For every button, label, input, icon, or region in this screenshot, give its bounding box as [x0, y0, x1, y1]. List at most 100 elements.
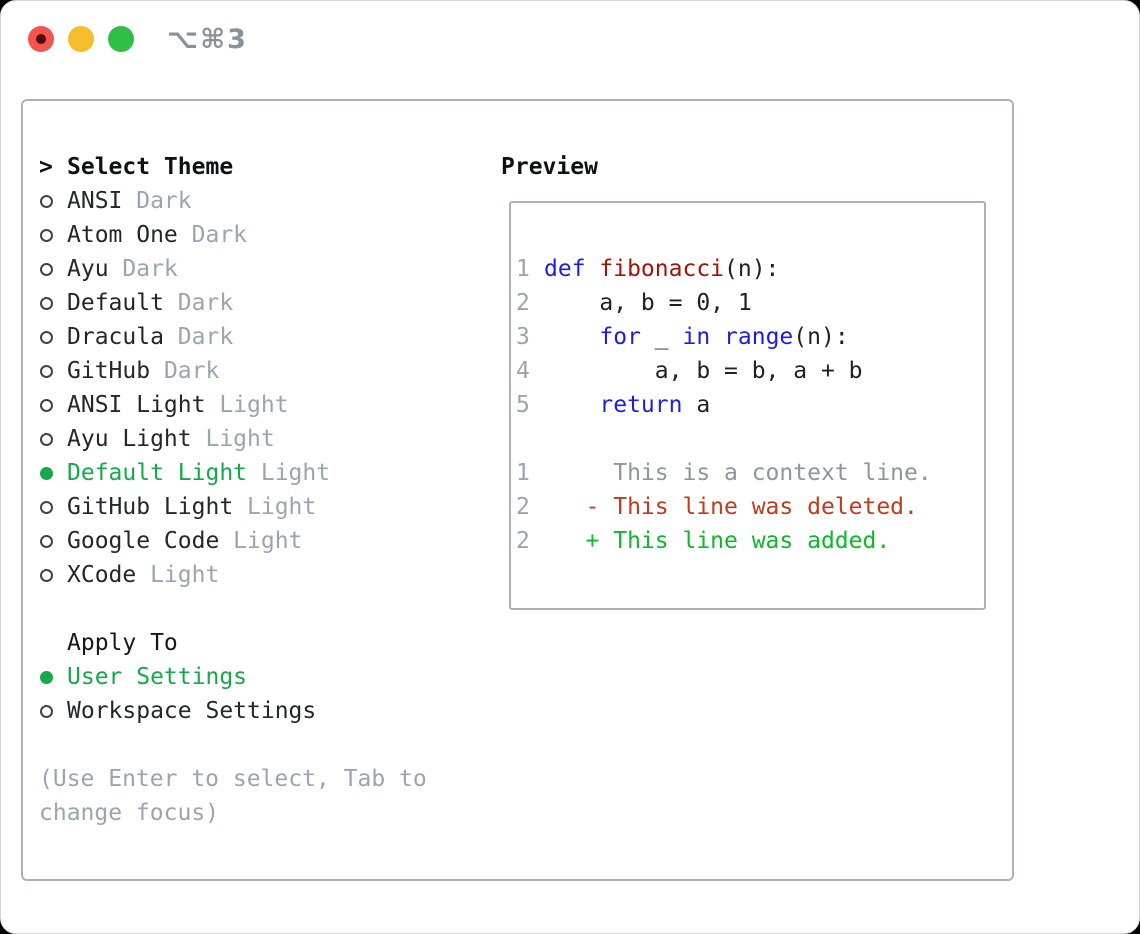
- apply-to-option-name: User Settings: [67, 664, 248, 690]
- theme-option-name: Default Light: [67, 460, 248, 486]
- apply-to-header: Apply To: [39, 626, 489, 660]
- theme-option[interactable]: GitHub Light Light: [39, 490, 489, 524]
- selection-prompt-icon: >: [39, 154, 53, 180]
- radio-circle: [40, 500, 53, 514]
- theme-option-name: ANSI: [67, 188, 123, 214]
- theme-option-name: ANSI Light: [67, 392, 206, 418]
- radio-circle: [40, 432, 53, 446]
- line-number: 5: [516, 392, 530, 418]
- close-button[interactable]: [28, 26, 54, 52]
- theme-option[interactable]: XCode Light: [39, 558, 489, 592]
- titlebar: ⌥⌘3: [1, 1, 1139, 79]
- line-number: 1: [516, 460, 530, 486]
- theme-option[interactable]: Dracula Dark: [39, 320, 489, 354]
- diff-line: 1 This is a context line.: [516, 456, 932, 490]
- radio-circle: [40, 670, 53, 684]
- theme-option-name: Ayu Light: [67, 426, 192, 452]
- preview-title: Preview: [501, 154, 598, 180]
- diff-line: 2 - This line was deleted.: [516, 490, 932, 524]
- close-button-dot: [36, 34, 46, 44]
- radio-icon: [39, 694, 67, 728]
- code-token: return: [599, 392, 683, 418]
- theme-option[interactable]: Ayu Dark: [39, 252, 489, 286]
- theme-option-variant: Light: [205, 392, 289, 418]
- code-token: (n):: [724, 256, 780, 282]
- theme-option[interactable]: Default Light Light: [39, 456, 489, 490]
- code-line: 1 def fibonacci(n):: [516, 252, 932, 286]
- zoom-button[interactable]: [108, 26, 134, 52]
- radio-circle: [40, 466, 53, 480]
- radio-icon: [39, 456, 67, 490]
- radio-circle: [40, 262, 53, 276]
- theme-picker-title: Select Theme: [67, 154, 234, 180]
- radio-icon: [39, 184, 67, 218]
- theme-option-variant: Light: [247, 460, 331, 486]
- theme-option-name: XCode: [67, 562, 137, 588]
- theme-option[interactable]: GitHub Dark: [39, 354, 489, 388]
- diff-line: 2 + This line was added.: [516, 524, 932, 558]
- code-token: fibonacci: [599, 256, 725, 282]
- code-token: in: [682, 324, 711, 350]
- theme-option[interactable]: Google Code Light: [39, 524, 489, 558]
- theme-option-name: Ayu: [67, 256, 109, 282]
- line-number: 1: [516, 256, 530, 282]
- theme-picker-header: > Select Theme: [39, 150, 489, 184]
- apply-to-marker-gap: [39, 626, 67, 660]
- code-line: 5 return a: [516, 388, 932, 422]
- theme-option[interactable]: Atom One Dark: [39, 218, 489, 252]
- minimize-button[interactable]: [68, 26, 94, 52]
- theme-option-variant: Dark: [122, 188, 192, 214]
- radio-circle: [40, 228, 53, 242]
- theme-option[interactable]: Default Dark: [39, 286, 489, 320]
- theme-option-variant: Light: [136, 562, 220, 588]
- code-token: (n):: [793, 324, 849, 350]
- radio-circle: [40, 364, 53, 378]
- apply-to-option-name: Workspace Settings: [67, 698, 317, 724]
- code-token: def: [544, 256, 600, 282]
- radio-icon: [39, 218, 67, 252]
- theme-option-variant: Light: [233, 494, 317, 520]
- keyboard-shortcut-label: ⌥⌘3: [167, 24, 248, 55]
- code-token: _: [640, 324, 683, 350]
- theme-option-variant: Light: [219, 528, 303, 554]
- code-token: a: [682, 392, 711, 418]
- apply-to-option[interactable]: Workspace Settings: [39, 694, 489, 728]
- help-text: (Use Enter to select, Tab to change focu…: [39, 766, 427, 826]
- blank-line: [516, 422, 932, 456]
- theme-option[interactable]: ANSI Light Light: [39, 388, 489, 422]
- code-token: for: [599, 324, 641, 350]
- code-token: a, b = b, a + b: [544, 358, 863, 384]
- theme-option-name: Google Code: [67, 528, 220, 554]
- theme-option[interactable]: ANSI Dark: [39, 184, 489, 218]
- radio-circle: [40, 296, 53, 310]
- code-token: [544, 392, 599, 418]
- radio-icon: [39, 320, 67, 354]
- theme-option-name: GitHub Light: [67, 494, 234, 520]
- spacer: [39, 728, 489, 762]
- theme-option-variant: Dark: [177, 222, 248, 248]
- apply-to-title: Apply To: [67, 630, 178, 656]
- line-number: 2: [516, 494, 530, 520]
- theme-option-variant: Dark: [108, 256, 178, 282]
- code-token: range: [724, 324, 794, 350]
- theme-option-name: Atom One: [67, 222, 178, 248]
- radio-icon: [39, 660, 67, 694]
- radio-icon: [39, 422, 67, 456]
- theme-option-variant: Dark: [163, 324, 234, 350]
- spacer: [39, 592, 489, 626]
- line-number: 2: [516, 290, 530, 316]
- diff-text: + This line was added.: [544, 528, 891, 554]
- diff-text: This is a context line.: [544, 460, 932, 486]
- radio-icon: [39, 558, 67, 592]
- radio-circle: [40, 330, 53, 344]
- code-token: [710, 324, 724, 350]
- code-token: a, b = 0, 1: [544, 290, 752, 316]
- apply-to-option[interactable]: User Settings: [39, 660, 489, 694]
- theme-option[interactable]: Ayu Light Light: [39, 422, 489, 456]
- line-number: 2: [516, 528, 530, 554]
